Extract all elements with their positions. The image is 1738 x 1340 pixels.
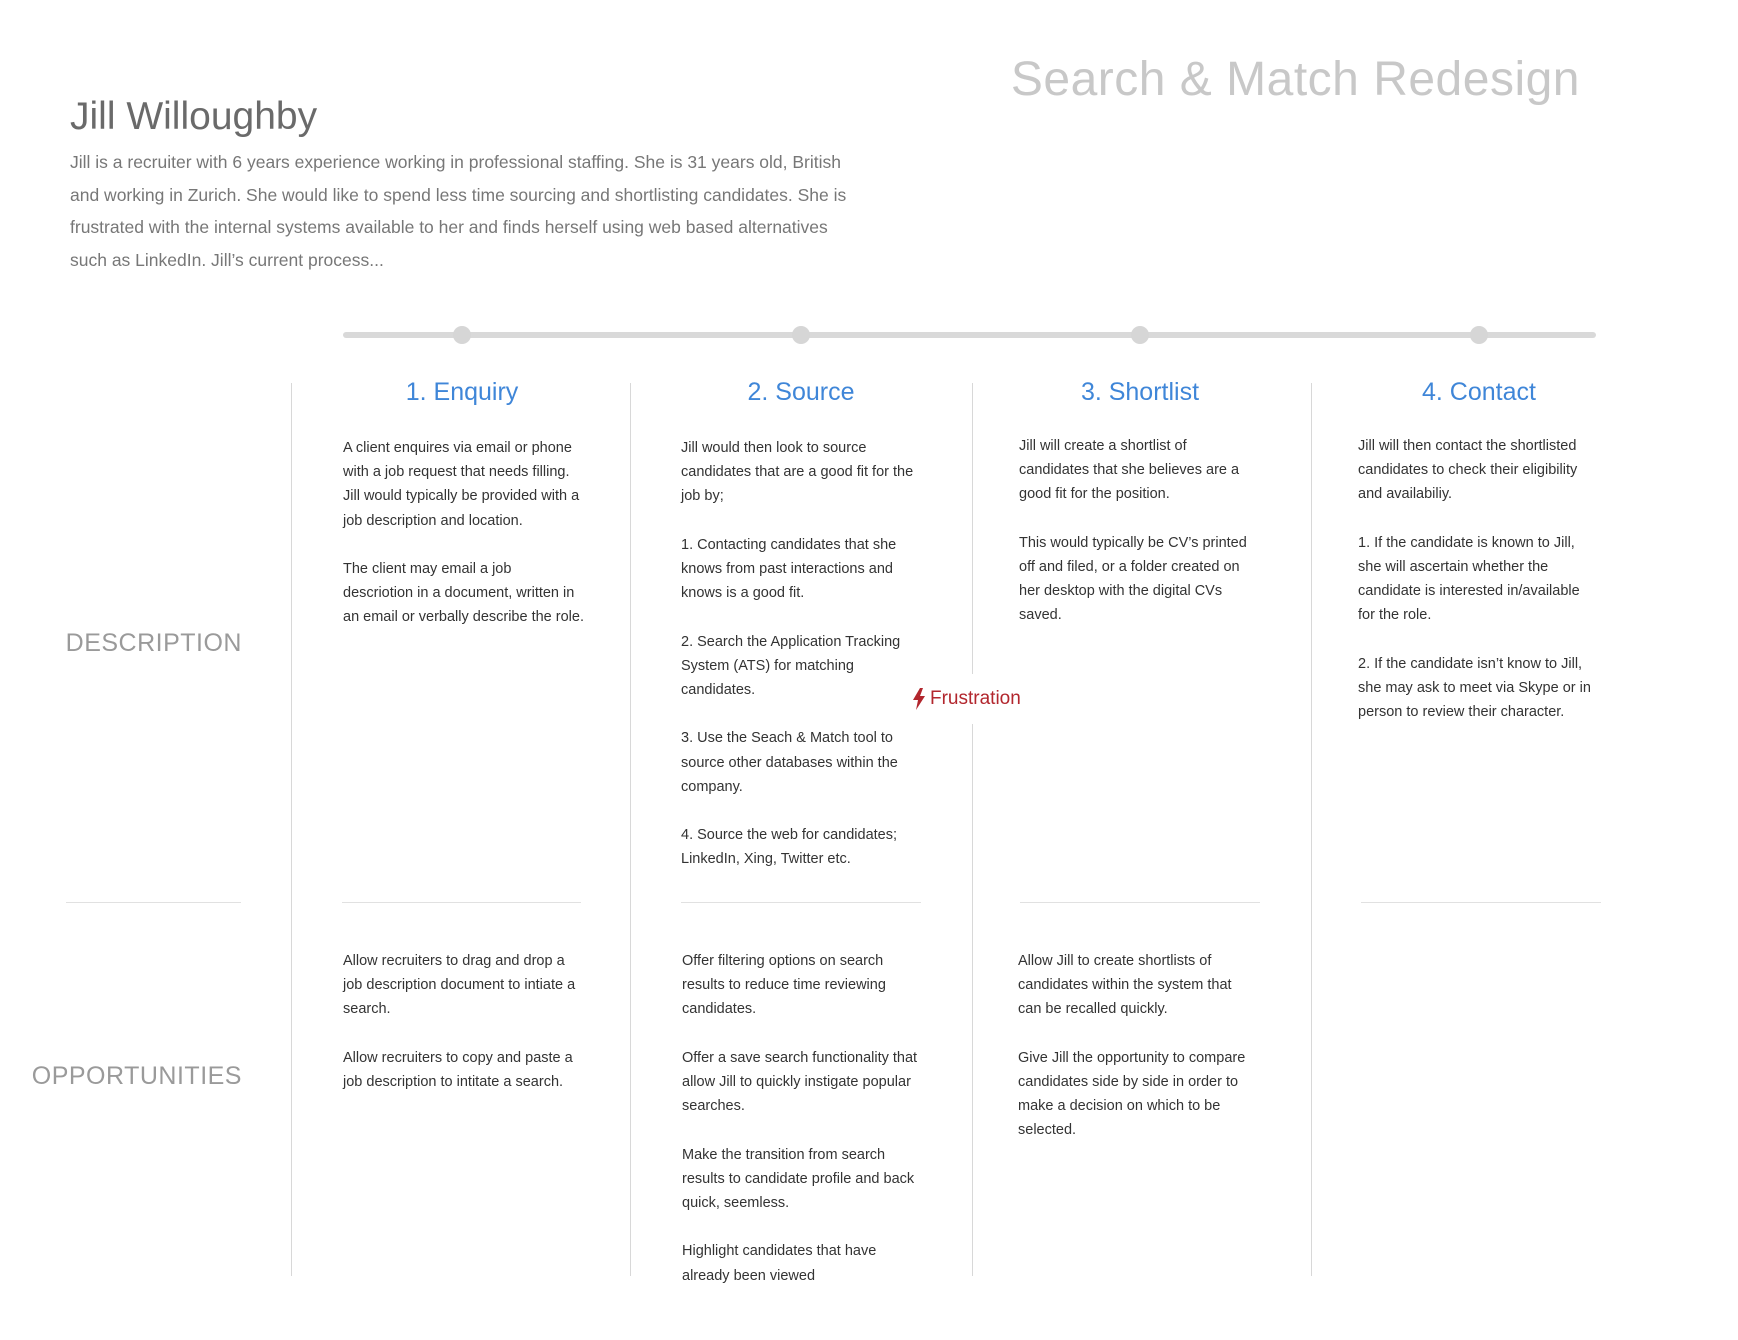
- description-paragraph: Jill would then look to source candidate…: [681, 440, 914, 505]
- column-divider: [1311, 383, 1312, 1276]
- opportunity-paragraph: Offer a save search functionality that a…: [682, 1049, 918, 1115]
- description-paragraph: 2. If the candidate isn’t know to Jill, …: [1358, 655, 1591, 721]
- row-separator: [681, 902, 921, 903]
- row-separator: [1361, 902, 1601, 903]
- stage-opportunities-source: Offer filtering options on search result…: [682, 949, 927, 1288]
- description-paragraph: The client may email a job descriotion i…: [343, 561, 584, 626]
- frustration-label: Frustration: [930, 688, 1021, 709]
- description-paragraph: 1. Contacting candidates that she knows …: [681, 536, 897, 602]
- timeline-dot-shortlist: [1131, 326, 1149, 344]
- lightning-icon: [912, 688, 926, 710]
- opportunity-paragraph: Offer filtering options on search result…: [682, 953, 886, 1018]
- row-separator: [342, 902, 581, 903]
- column-divider: [630, 383, 631, 1276]
- description-paragraph: 4. Source the web for candidates; Linked…: [681, 827, 898, 868]
- row-separator: [66, 902, 241, 903]
- stage-description-shortlist: Jill will create a shortlist of candidat…: [1019, 434, 1264, 628]
- description-paragraph: 3. Use the Seach & Match tool to source …: [681, 730, 898, 795]
- description-paragraph: This would typically be CV’s printed off…: [1019, 534, 1247, 624]
- opportunity-paragraph: Make the transition from search results …: [682, 1146, 915, 1211]
- timeline-dot-source: [792, 326, 810, 344]
- opportunity-paragraph: Allow recruiters to drag and drop a job …: [343, 953, 576, 1018]
- opportunity-paragraph: Highlight candidates that have already b…: [682, 1243, 877, 1284]
- frustration-marker: Frustration: [912, 674, 1029, 724]
- stage-opportunities-enquiry: Allow recruiters to drag and drop a job …: [343, 949, 588, 1094]
- description-paragraph: 1. If the candidate is known to Jill, sh…: [1358, 534, 1580, 624]
- description-paragraph: A client enquires via email or phone wit…: [343, 440, 580, 529]
- persona-bio: Jill is a recruiter with 6 years experie…: [70, 152, 847, 270]
- row-separator: [1020, 902, 1260, 903]
- stage-title-source: 2. Source: [747, 378, 855, 406]
- description-paragraph: Jill will then contact the shortlisted c…: [1358, 438, 1578, 503]
- persona-name: Jill Willoughby: [70, 95, 318, 138]
- journey-timeline: [343, 332, 1596, 338]
- opportunity-paragraph: Allow Jill to create shortlists of candi…: [1018, 953, 1232, 1018]
- column-divider: [972, 383, 973, 1276]
- project-title: Search & Match Redesign: [1010, 53, 1580, 106]
- description-paragraph: Jill will create a shortlist of candidat…: [1019, 438, 1240, 503]
- column-divider: [291, 383, 292, 1276]
- stage-description-contact: Jill will then contact the shortlisted c…: [1358, 434, 1603, 724]
- opportunity-paragraph: Give Jill the opportunity to compare can…: [1018, 1049, 1246, 1139]
- stage-description-enquiry: A client enquires via email or phone wit…: [343, 436, 588, 630]
- timeline-dot-enquiry: [453, 326, 471, 344]
- description-paragraph: 2. Search the Application Tracking Syste…: [681, 633, 901, 698]
- stage-opportunities-shortlist: Allow Jill to create shortlists of candi…: [1018, 949, 1263, 1143]
- stage-description-source: Jill would then look to source candidate…: [681, 436, 926, 872]
- timeline-dot-contact: [1470, 326, 1488, 344]
- stage-title-shortlist: 3. Shortlist: [1080, 378, 1200, 406]
- stage-title-enquiry: 1. Enquiry: [405, 378, 519, 406]
- opportunity-paragraph: Allow recruiters to copy and paste a job…: [343, 1049, 573, 1090]
- stage-title-contact: 4. Contact: [1422, 378, 1536, 406]
- row-label-opportunities: OPPORTUNITIES: [31, 1062, 242, 1090]
- row-label-description: DESCRIPTION: [65, 629, 242, 657]
